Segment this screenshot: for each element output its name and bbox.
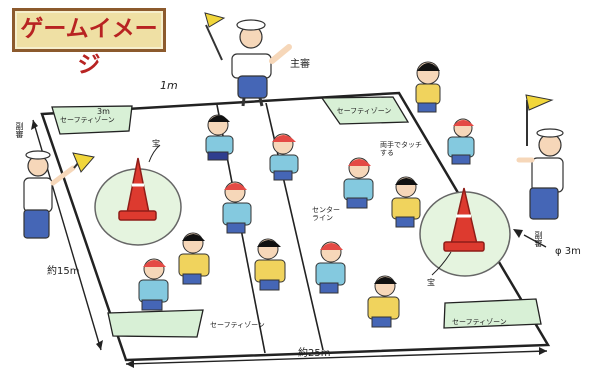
left-assistant-referee-icon <box>23 150 95 239</box>
right-treasure-pointer <box>431 251 452 276</box>
bottom-right-safety-zone-label: セーフティゾーン <box>452 318 507 326</box>
chief-referee-label: 主審 <box>290 59 310 70</box>
top-distance-label: 1m <box>160 79 178 92</box>
player-icon-6 <box>343 157 374 209</box>
field-width-label: 約15m <box>47 266 80 277</box>
safety-zone-bottom-right-shape <box>443 298 542 329</box>
title-text: ゲームイメージ <box>20 16 158 78</box>
player-icon-5 <box>222 181 252 234</box>
safety-zone-top-left-shape <box>51 105 133 135</box>
top-left-square-label: 3m <box>97 107 110 116</box>
circle-size-arrow <box>513 229 547 248</box>
player-icon-10 <box>367 275 400 328</box>
right-assistant-referee-icon <box>516 94 564 220</box>
circle-diameter-label: φ 3m <box>555 246 581 257</box>
safety-zone-top-right-shape <box>320 96 410 125</box>
head-referee-icon <box>204 12 292 107</box>
player-icon-8 <box>254 238 286 291</box>
title-banner: ゲームイメージ <box>12 8 166 78</box>
center-line-label: センターライン <box>312 206 340 222</box>
touch-note-label: 両手でタッチする <box>380 141 422 158</box>
bottom-left-safety-zone-label: セーフティゾーン <box>210 321 265 329</box>
player-icon-7 <box>391 176 421 228</box>
top-right-safety-zone-label: セーフティゾーン <box>336 107 392 115</box>
left-cone-icon <box>118 157 157 221</box>
left-treasure-label: 宝 <box>152 139 160 148</box>
player-icon-12 <box>178 232 210 285</box>
field-outline <box>40 91 551 362</box>
player-icon-4 <box>447 118 475 165</box>
safety-zone-bottom-left-shape <box>107 309 204 338</box>
field-length-label: 約25m <box>298 348 331 359</box>
left-assistant-label: 副審 <box>15 122 24 138</box>
right-assistant-label: 副審 <box>534 231 543 247</box>
player-icon-2 <box>205 114 234 161</box>
top-left-safety-zone-label: セーフティゾーン <box>60 116 115 124</box>
left-treasure-pointer <box>148 144 161 163</box>
player-icon-9 <box>315 241 346 294</box>
player-icon-1 <box>415 61 441 113</box>
bottom-distance-arrow <box>125 347 548 368</box>
player-icon-11 <box>138 258 169 311</box>
right-treasure-label: 宝 <box>427 278 435 287</box>
player-icon-3 <box>269 133 299 181</box>
right-cone-icon <box>443 187 485 252</box>
